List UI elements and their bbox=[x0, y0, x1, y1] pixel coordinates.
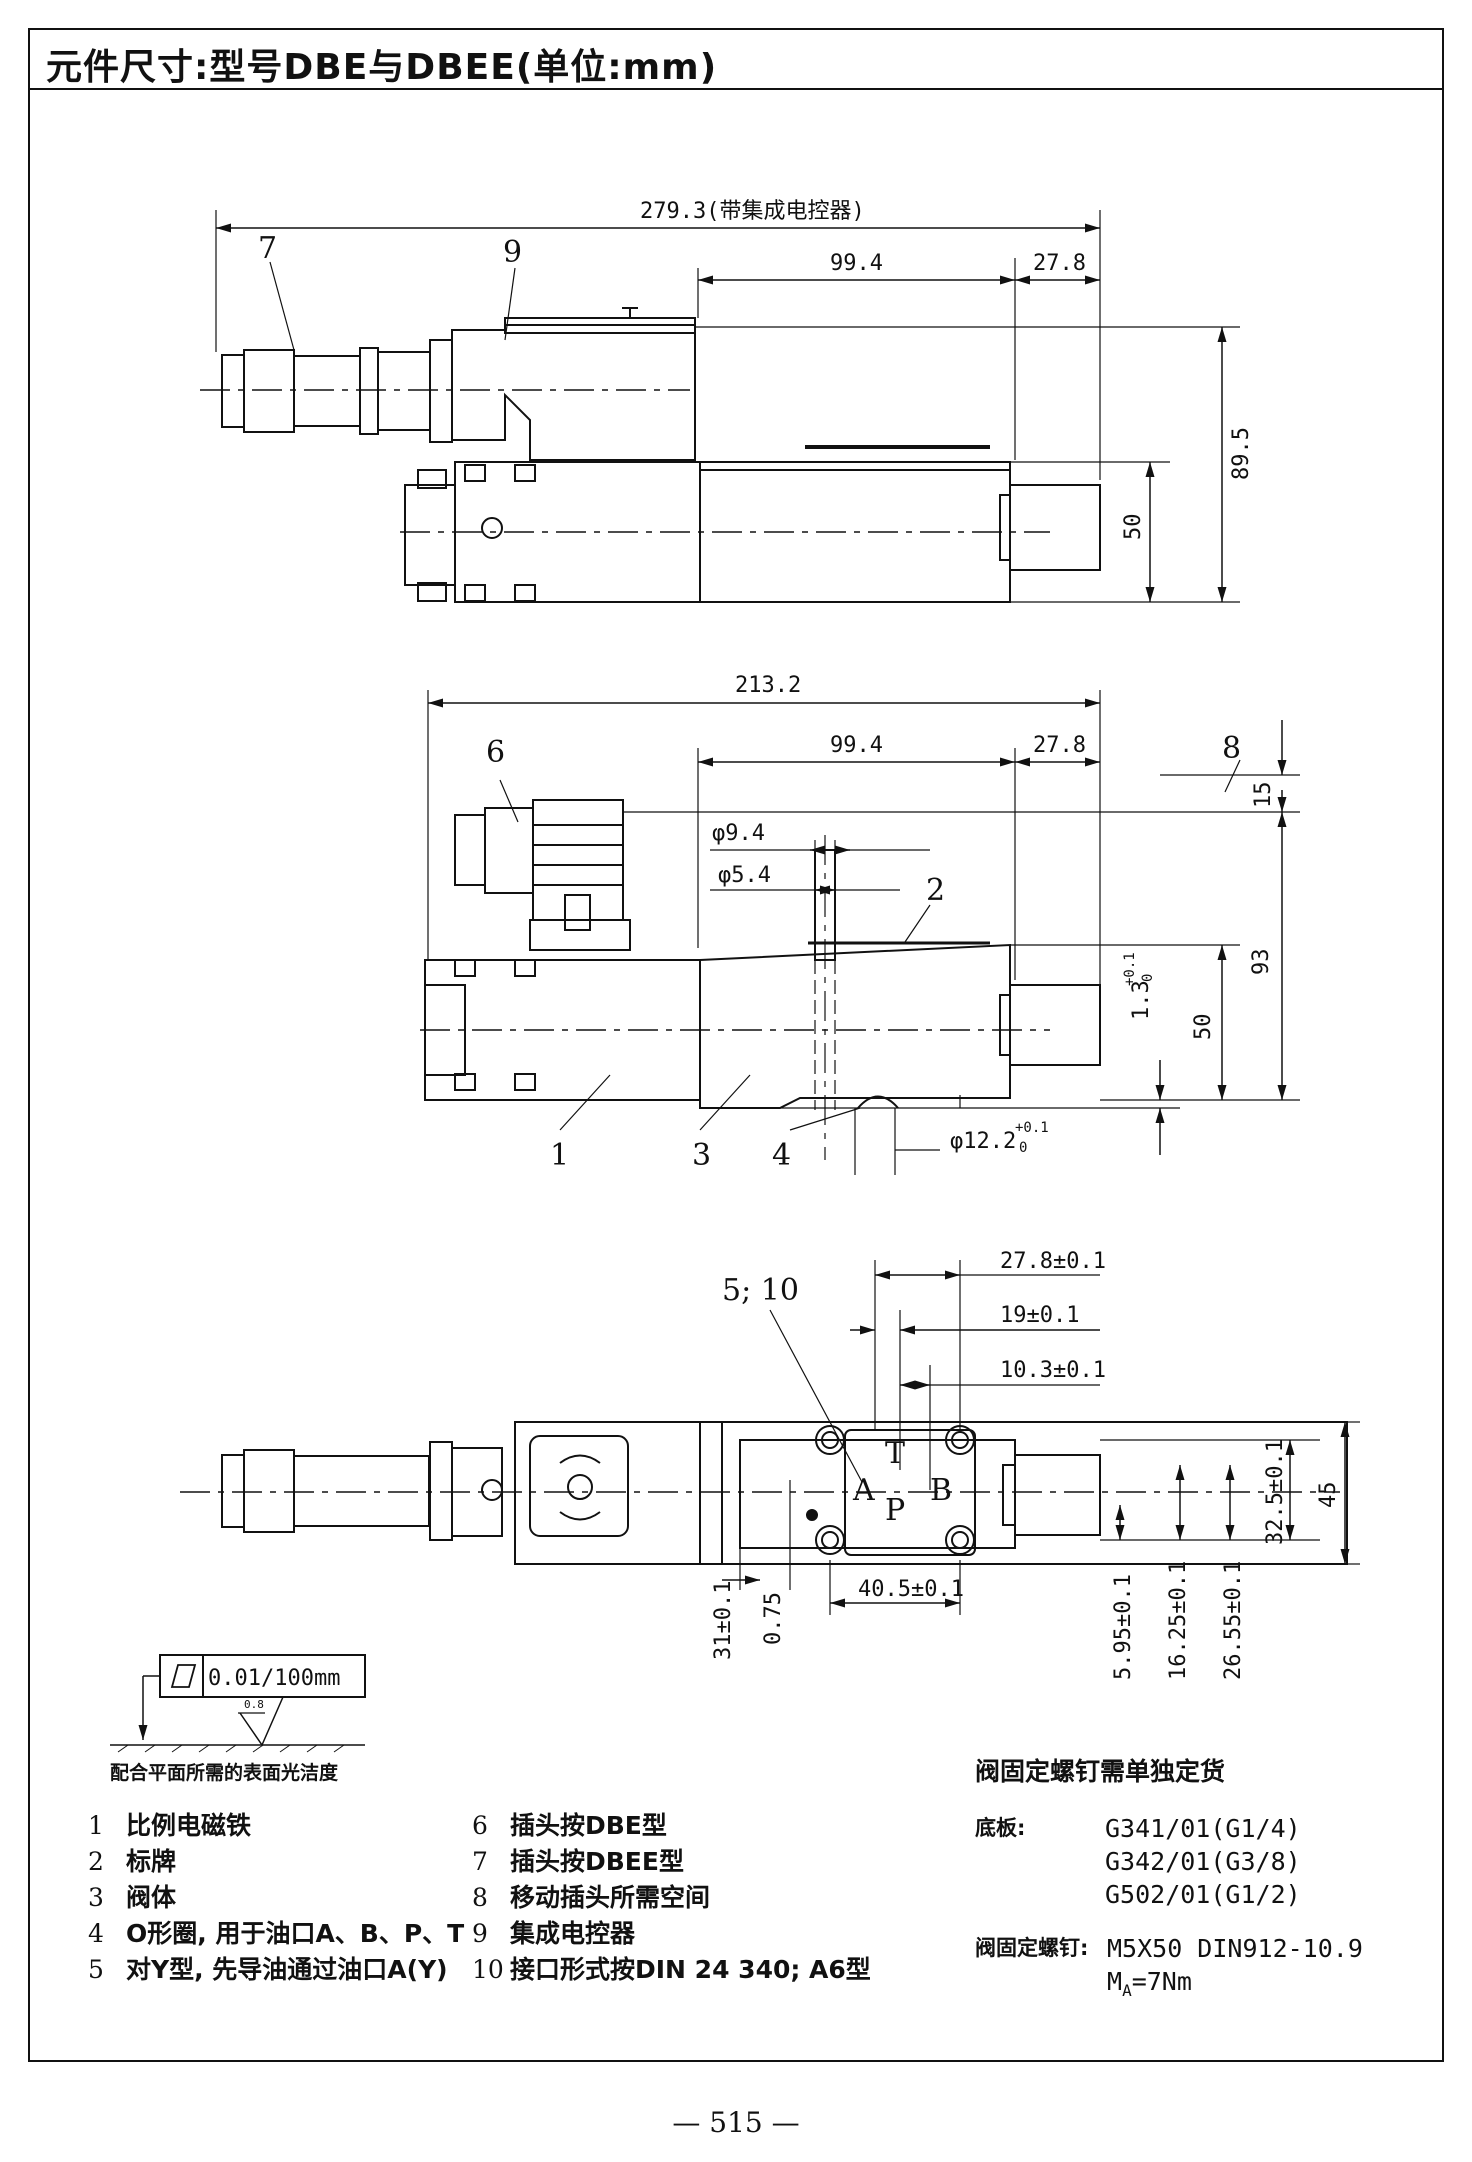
v2-dim-d2: φ5.4 bbox=[718, 863, 771, 888]
v2-dim-tol-sub: 0 bbox=[1140, 974, 1156, 982]
port-b: B bbox=[930, 1473, 952, 1508]
v3-dim-103: 10.3±0.1 bbox=[1000, 1358, 1106, 1383]
page-number: — 515 — bbox=[672, 2106, 800, 2139]
v2-dim-h1: 93 bbox=[1249, 949, 1274, 976]
v3-dim-405: 40.5±0.1 bbox=[858, 1577, 964, 1602]
v2-dim-h2: 50 bbox=[1191, 1014, 1216, 1041]
callout-8: 8 bbox=[1222, 731, 1241, 766]
callout-6: 6 bbox=[486, 735, 505, 770]
title-bar bbox=[28, 28, 1444, 90]
port-a: A bbox=[852, 1473, 875, 1508]
v3-dim-325: 32.5±0.1 bbox=[1263, 1439, 1288, 1545]
v3-dim-2655: 26.55±0.1 bbox=[1221, 1561, 1246, 1680]
v1-dim-a: 99.4 bbox=[830, 251, 883, 276]
v2-dim-b: 27.8 bbox=[1033, 733, 1086, 758]
roughness-value: 0.8 bbox=[244, 1698, 264, 1711]
v3-dim-45: 45 bbox=[1316, 1482, 1341, 1509]
screw-spec: 阀固定螺钉: M5X50 DIN912-10.9 MA=7Nm bbox=[975, 1932, 1363, 2007]
subplate-2: G342/01(G3/8) bbox=[1105, 1847, 1301, 1876]
v3-dim-278: 27.8±0.1 bbox=[1000, 1249, 1106, 1274]
subplate-label: 底板: bbox=[975, 1816, 1026, 1840]
v3-dim-075: 0.75 bbox=[761, 1592, 786, 1645]
port-t: T bbox=[885, 1436, 905, 1471]
v3-dim-595: 5.95±0.1 bbox=[1111, 1574, 1136, 1680]
drawing-frame bbox=[28, 28, 1444, 2062]
v2-dim-oring-sub: 0 bbox=[1019, 1140, 1027, 1156]
notes-title: 阀固定螺钉需单独定货 bbox=[975, 1757, 1226, 1786]
v1-total-dim: 279.3(带集成电控器) bbox=[640, 199, 865, 224]
v2-dim-tol: 1.3 bbox=[1129, 980, 1154, 1020]
subplate-1: G341/01(G1/4) bbox=[1105, 1814, 1301, 1843]
surface-caption: 配合平面所需的表面光洁度 bbox=[110, 1762, 339, 1784]
page-title: 元件尺寸:型号DBE与DBEE(单位:mm) bbox=[46, 47, 718, 88]
v3-dim-19: 19±0.1 bbox=[1000, 1303, 1079, 1328]
v2-dim-a: 99.4 bbox=[830, 733, 883, 758]
callout-5-10: 5; 10 bbox=[722, 1273, 799, 1308]
v1-dim-b: 27.8 bbox=[1033, 251, 1086, 276]
callout-2: 2 bbox=[926, 873, 945, 908]
subplate-3: G502/01(G1/2) bbox=[1105, 1880, 1301, 1909]
v3-dim-31: 31±0.1 bbox=[711, 1581, 736, 1660]
v1-dim-h1: 89.5 bbox=[1229, 427, 1254, 480]
view2-front-elevation bbox=[420, 690, 1300, 1175]
port-p: P bbox=[885, 1493, 905, 1528]
callout-3: 3 bbox=[692, 1138, 711, 1173]
screw-label: 阀固定螺钉: bbox=[975, 1936, 1089, 1960]
subplates-spec: 底板: G341/01(G1/4) G342/01(G3/8) G502/01(… bbox=[975, 1812, 1301, 1911]
v2-total-dim: 213.2 bbox=[735, 673, 801, 698]
v2-dim-tol-sup: +0.1 bbox=[1122, 952, 1138, 986]
v2-dim-oring: φ12.2 bbox=[950, 1129, 1016, 1154]
v1-dim-h2: 50 bbox=[1121, 514, 1146, 541]
callout-4: 4 bbox=[772, 1138, 791, 1173]
callout-1: 1 bbox=[550, 1138, 569, 1173]
view1-side-elevation bbox=[200, 210, 1240, 603]
callout-9: 9 bbox=[503, 235, 522, 270]
v2-dim-oring-sup: +0.1 bbox=[1015, 1120, 1049, 1136]
flatness-symbol bbox=[110, 1654, 366, 1753]
v3-dim-1625: 16.25±0.1 bbox=[1166, 1561, 1191, 1680]
v2-dim-top: 15 bbox=[1251, 782, 1276, 809]
view3-plan-view bbox=[180, 1260, 1360, 1615]
callout-7: 7 bbox=[258, 231, 277, 266]
v2-dim-d1: φ9.4 bbox=[712, 821, 765, 846]
screw-value: M5X50 DIN912-10.9 bbox=[1107, 1934, 1363, 1963]
flatness-value: 0.01/100mm bbox=[208, 1666, 340, 1691]
torque-value: MA=7Nm bbox=[1107, 1967, 1192, 2000]
